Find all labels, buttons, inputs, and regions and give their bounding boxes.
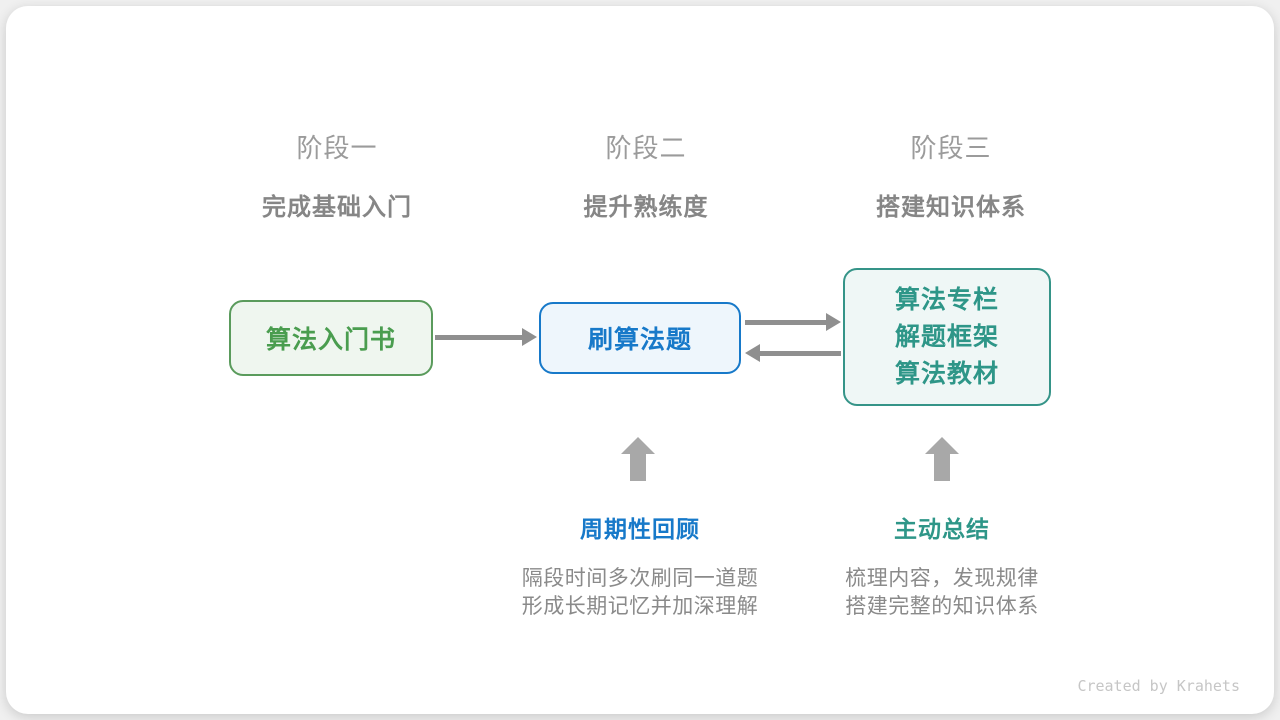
arrow-shaft xyxy=(758,350,841,356)
stage2-subtitle: 提升熟练度 xyxy=(583,194,709,221)
arrow-head-right-icon xyxy=(826,313,841,331)
node-practice-problems: 刷算法题 xyxy=(539,302,741,374)
node-knowledge-line-column: 算法专栏 xyxy=(894,285,999,314)
node-intro-book-label: 算法入门书 xyxy=(265,326,396,354)
annotation-periodic-review: 周期性回顾 隔段时间多次刷同一道题 形成长期记忆并加深理解 xyxy=(500,510,780,621)
annotation-periodic-review-title: 周期性回顾 xyxy=(580,516,700,542)
up-arrow-to-knowledge-icon xyxy=(925,437,959,481)
desc-line: 形成长期记忆并加深理解 xyxy=(521,595,759,618)
arrow-head-left-icon xyxy=(745,344,760,362)
node-knowledge-line-textbook: 算法教材 xyxy=(894,359,999,388)
annotation-periodic-review-desc: 隔段时间多次刷同一道题 形成长期记忆并加深理解 xyxy=(500,565,780,621)
desc-line: 梳理内容，发现规律 xyxy=(845,567,1039,590)
stage1-title: 阶段一 xyxy=(296,133,378,163)
stage2-header: 阶段二 提升熟练度 xyxy=(536,128,756,222)
node-knowledge-sources: 算法专栏 解题框架 算法教材 xyxy=(843,268,1051,406)
node-intro-book: 算法入门书 xyxy=(229,300,433,376)
stage3-title: 阶段三 xyxy=(910,133,992,163)
stage1-subtitle: 完成基础入门 xyxy=(262,194,412,221)
arrow-right-stage1-to-stage2 xyxy=(435,328,537,346)
desc-line: 搭建完整的知识体系 xyxy=(845,595,1039,618)
node-practice-problems-label: 刷算法题 xyxy=(587,326,692,354)
stage3-subtitle: 搭建知识体系 xyxy=(876,194,1026,221)
annotation-active-summary-desc: 梳理内容，发现规律 搭建完整的知识体系 xyxy=(802,565,1082,621)
arrow-left-stage3-to-stage2 xyxy=(745,344,841,362)
desc-line: 隔段时间多次刷同一道题 xyxy=(521,567,759,590)
arrow-shaft xyxy=(435,334,524,340)
up-arrow-to-practice-icon xyxy=(621,437,655,481)
annotation-active-summary-title: 主动总结 xyxy=(894,516,990,542)
stage1-header: 阶段一 完成基础入门 xyxy=(227,128,447,222)
stage2-title: 阶段二 xyxy=(605,133,687,163)
arrow-shaft xyxy=(745,319,828,325)
arrow-right-stage2-to-stage3 xyxy=(745,313,841,331)
annotation-active-summary: 主动总结 梳理内容，发现规律 搭建完整的知识体系 xyxy=(802,510,1082,621)
footer-credit: Created by Krahets xyxy=(1077,677,1240,695)
arrow-head-right-icon xyxy=(522,328,537,346)
diagram-canvas: 阶段一 完成基础入门 阶段二 提升熟练度 阶段三 搭建知识体系 算法入门书 刷算… xyxy=(6,6,1274,714)
stage3-header: 阶段三 搭建知识体系 xyxy=(841,128,1061,222)
node-knowledge-line-framework: 解题框架 xyxy=(894,322,999,351)
